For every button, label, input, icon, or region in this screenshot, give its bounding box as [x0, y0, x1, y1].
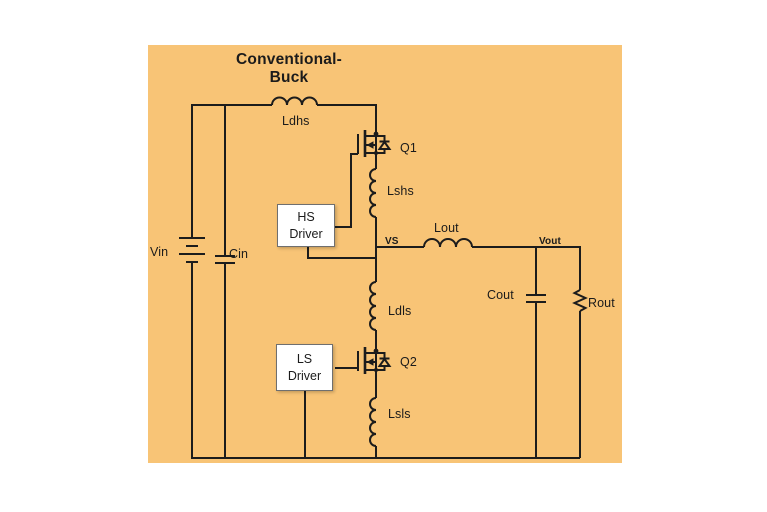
- input-rails: [191, 104, 580, 459]
- ls-driver-label-line2: Driver: [287, 368, 322, 383]
- label-q1: Q1: [400, 141, 417, 155]
- inductor-ldhs-icon: [271, 96, 318, 106]
- label-lshs: Lshs: [387, 184, 414, 198]
- inductor-lshs-icon: [369, 153, 377, 282]
- ls-driver-label-line1: LS: [296, 352, 313, 367]
- mosfet-q2-icon: [357, 347, 392, 374]
- label-vs: VS: [385, 236, 399, 247]
- label-q2: Q2: [400, 355, 417, 369]
- hs-driver-label-line1: HS: [297, 210, 315, 225]
- capacitor-cin-icon: [215, 255, 235, 264]
- diagram-panel: [148, 45, 622, 463]
- hs-driver-label-line2: Driver: [289, 226, 323, 241]
- capacitor-cout-icon: [526, 247, 546, 458]
- battery-vin-icon: [179, 237, 205, 263]
- inductor-lsls-icon: [369, 370, 377, 458]
- label-cin: Cin: [229, 247, 249, 261]
- label-vout: Vout: [539, 236, 561, 247]
- label-lout: Lout: [434, 221, 459, 235]
- label-lsls: Lsls: [388, 407, 411, 421]
- label-rout: Rout: [588, 296, 615, 310]
- ls-driver-box: LS Driver: [276, 344, 333, 391]
- resistor-rout-icon: [572, 289, 588, 458]
- inductor-lout-icon: [423, 238, 473, 248]
- diagram-title: Conventional-Buck: [236, 51, 342, 86]
- mosfet-q1-icon: [357, 130, 392, 157]
- ls-driver-wires: [304, 367, 358, 458]
- label-vin: Vin: [150, 245, 169, 259]
- hs-driver-box: HS Driver: [277, 204, 335, 247]
- label-ldls: Ldls: [388, 304, 412, 318]
- vout-rail: [472, 246, 581, 290]
- label-ldhs: Ldhs: [282, 114, 310, 128]
- inductor-ldls-icon: [369, 281, 377, 351]
- hs-driver-wires: [307, 153, 376, 259]
- label-cout: Cout: [487, 288, 514, 302]
